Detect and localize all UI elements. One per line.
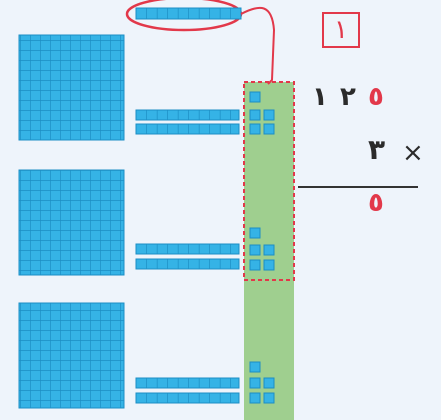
unit-cube: [264, 393, 274, 403]
ten-rod: [136, 393, 239, 403]
unit-cube: [250, 124, 260, 134]
unit-cube: [264, 260, 274, 270]
hundred-flat: [19, 35, 124, 140]
multiplicand-tens-digit: ٢: [340, 84, 356, 110]
ten-rod: [136, 124, 239, 134]
block-group-3: [19, 303, 239, 408]
unit-cube: [250, 393, 260, 403]
hundred-flat: [19, 303, 124, 408]
ten-rod: [136, 244, 239, 254]
unit-cube: [250, 92, 260, 102]
unit-cube: [264, 245, 274, 255]
multiply-sign: ×: [402, 140, 424, 166]
unit-cube: [250, 362, 260, 372]
ten-rod: [136, 378, 239, 388]
block-group-2: [19, 170, 239, 275]
circled-ten-rod: [136, 8, 241, 19]
result-ones-digit: ٥: [368, 190, 384, 216]
ten-rod: [136, 259, 239, 269]
ten-rod: [136, 110, 239, 120]
regroup-arrow-line: [241, 8, 274, 84]
step-number-box: ١: [322, 12, 360, 48]
unit-cube: [250, 110, 260, 120]
block-group-1: [19, 35, 239, 140]
multiplier-digit: ٣: [368, 136, 385, 164]
hundred-flat: [19, 170, 124, 275]
unit-cube: [264, 124, 274, 134]
multiplicand-hundreds-digit: ١: [312, 84, 328, 110]
multiplicand-ones-digit: ٥: [368, 84, 384, 110]
unit-cube: [250, 245, 260, 255]
unit-cube: [250, 260, 260, 270]
result-line: [298, 186, 418, 188]
unit-cube: [264, 110, 274, 120]
unit-cube: [250, 378, 260, 388]
unit-cube: [250, 228, 260, 238]
unit-cube: [264, 378, 274, 388]
